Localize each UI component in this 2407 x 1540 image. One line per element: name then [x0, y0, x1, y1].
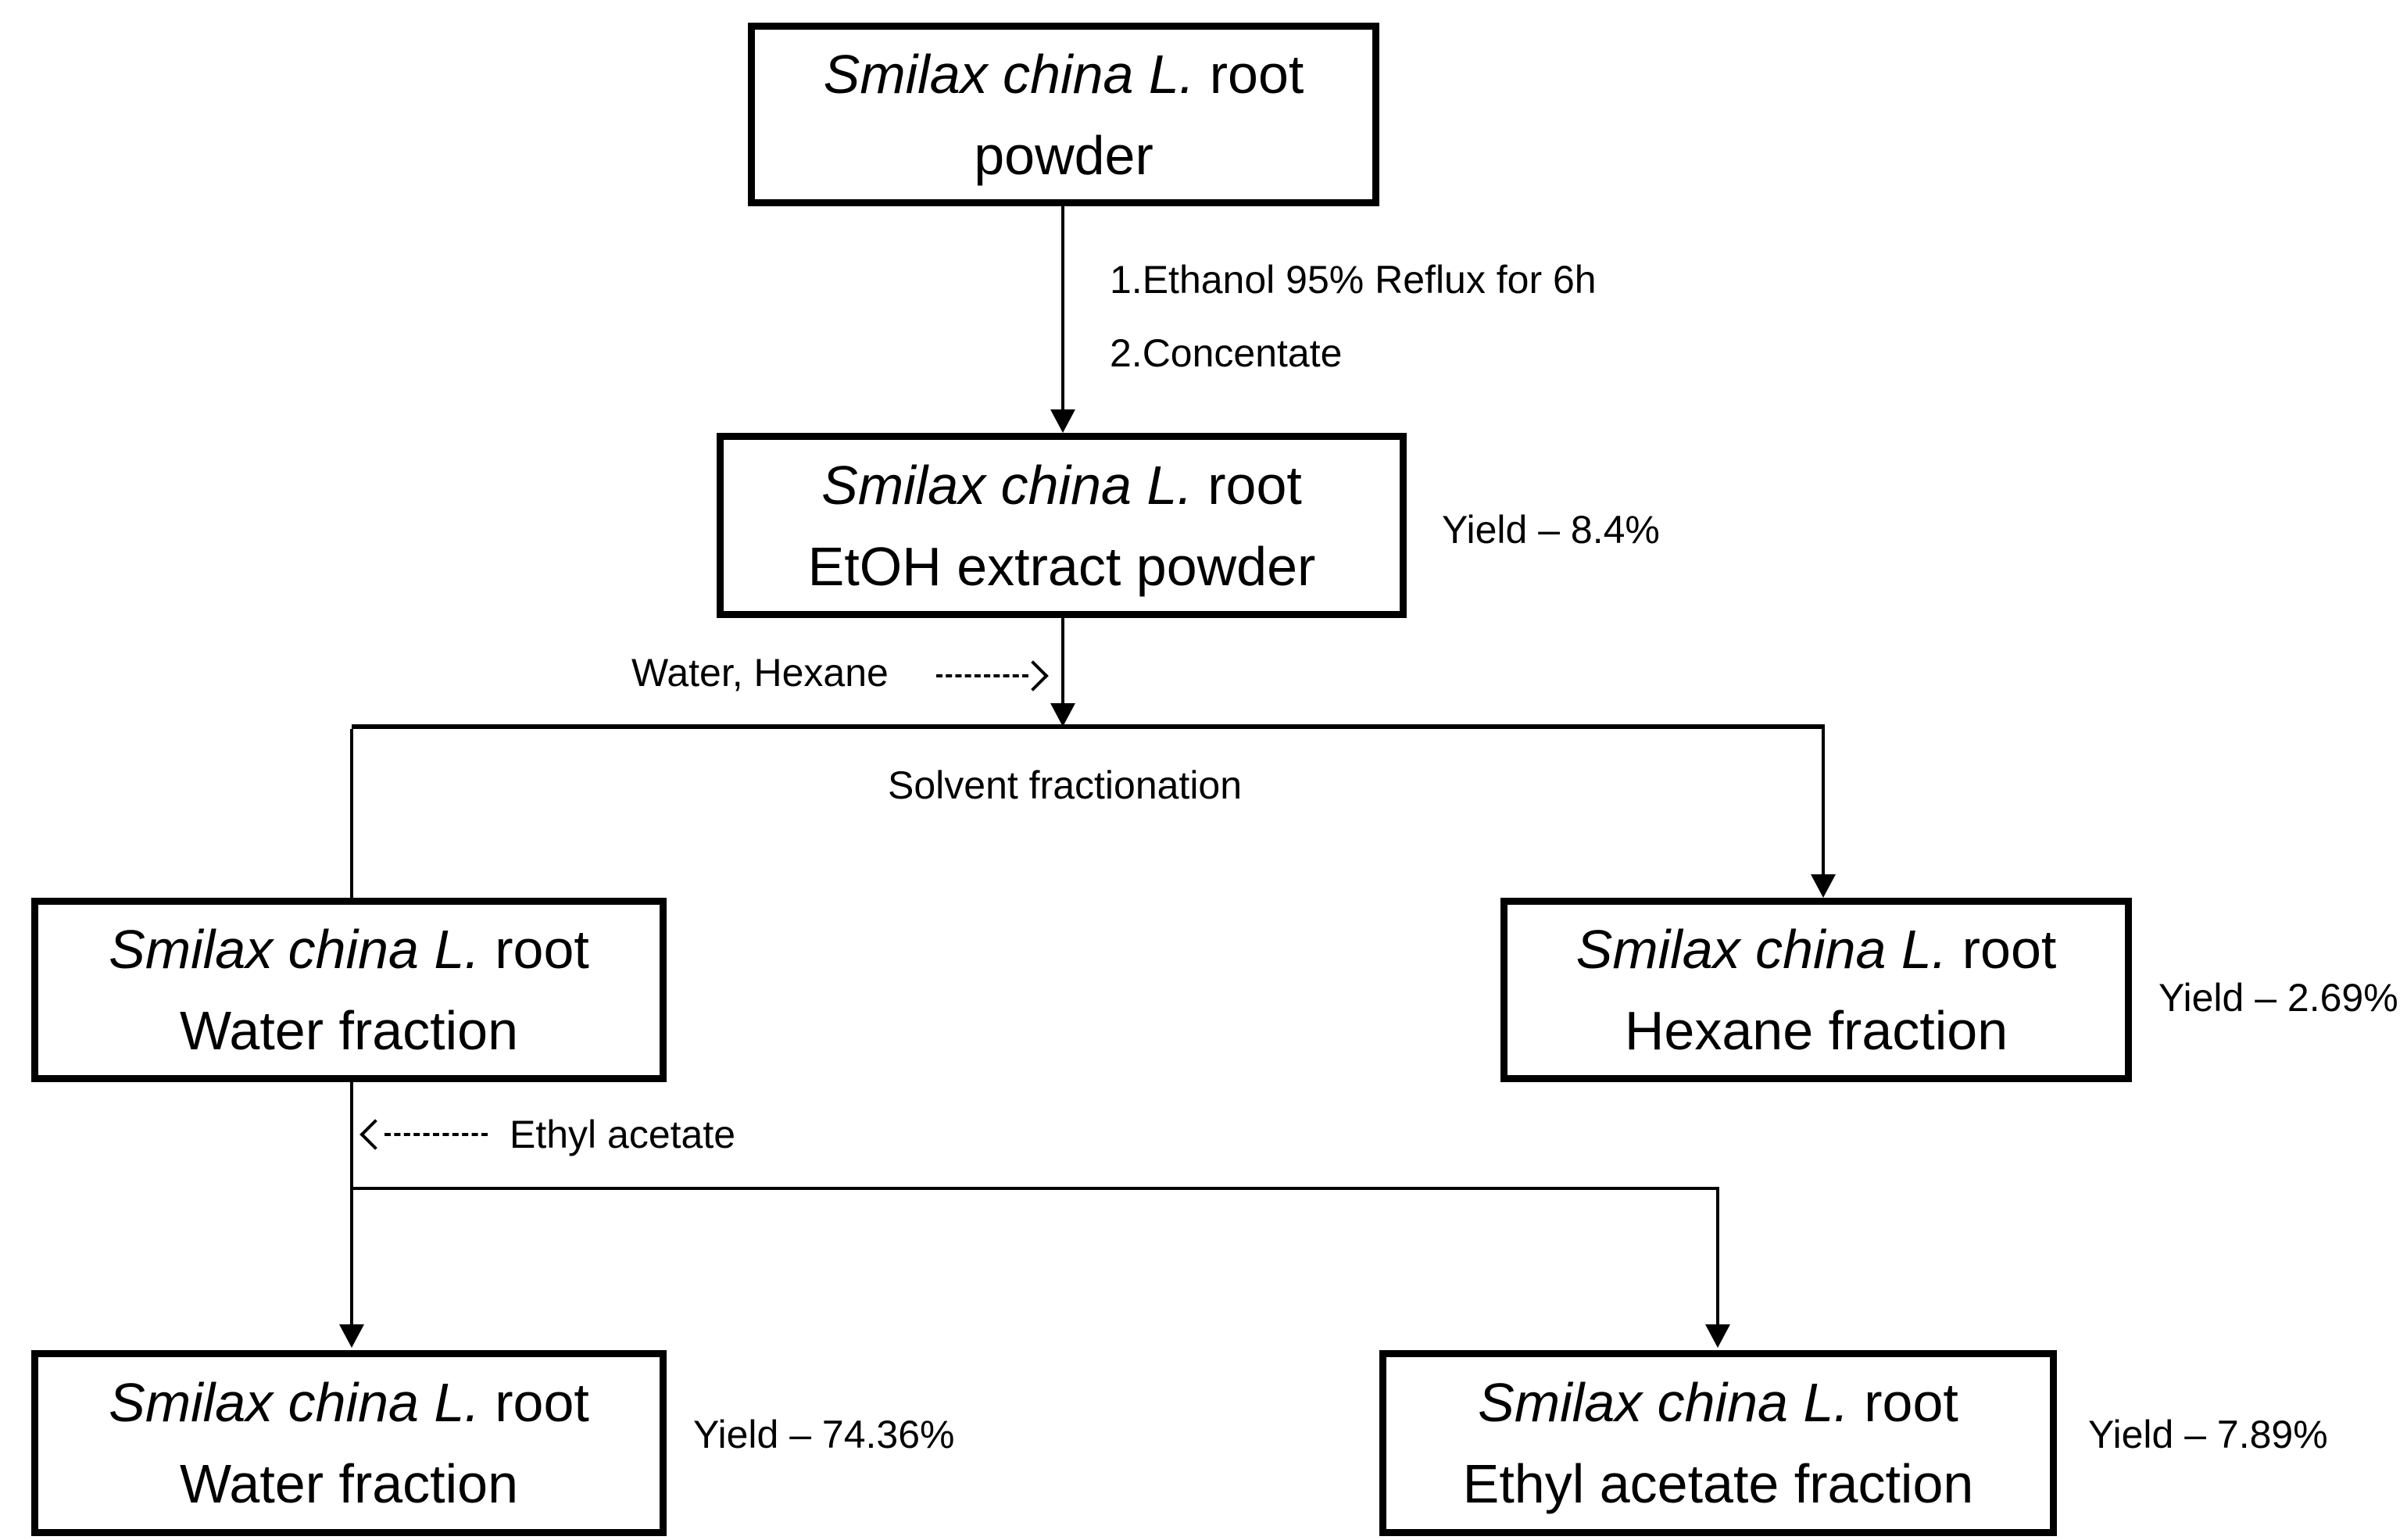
branch-line-to-hexane-fraction [1822, 729, 1825, 876]
box-water-fraction-bottom: Smilax china L. root Water fraction [31, 1350, 667, 1536]
species-name-rest: root [479, 919, 589, 980]
arrow-root-to-etoh-head [1050, 409, 1075, 433]
species-name-rest: root [1192, 454, 1302, 516]
branch-line-to-water-fraction [350, 729, 353, 898]
arrow-water-fraction-bottom-head [339, 1324, 364, 1348]
label-step1-ethanol-reflux: 1.Ethanol 95% Reflux for 6h [1110, 258, 1597, 302]
arrow-etoh-to-split-head [1050, 703, 1075, 727]
arrow-etoh-to-split-line [1061, 618, 1064, 705]
node-subtitle: Ethyl acetate fraction [1462, 1453, 1974, 1514]
arrow-ethyl-acetate-head [1705, 1324, 1730, 1348]
node-title: Smilax china L. root [821, 445, 1302, 526]
box-root-powder: Smilax china L. root powder [748, 23, 1379, 206]
yield-etoh-extract: Yield – 8.4% [1442, 508, 1660, 552]
node-title: Smilax china L. root [1576, 909, 2057, 990]
box-water-fraction-mid: Smilax china L. root Water fraction [31, 898, 667, 1082]
box-etoh-extract-powder: Smilax china L. root EtOH extract powder [717, 433, 1407, 618]
branch-line-to-ethyl-acetate [1716, 1188, 1719, 1326]
node-subtitle: EtOH extract powder [807, 535, 1316, 597]
species-name-italic: Smilax china L. [821, 454, 1193, 516]
dashed-arrow-water-hexane-head [1018, 660, 1049, 691]
node-title: Smilax china L. root [109, 1362, 589, 1443]
species-name-rest: root [479, 1372, 589, 1433]
yield-ethyl-acetate-fraction: Yield – 7.89% [2088, 1413, 2328, 1456]
second-split-bar [350, 1187, 1719, 1190]
yield-hexane-fraction: Yield – 2.69% [2158, 976, 2398, 1020]
species-name-italic: Smilax china L. [109, 919, 480, 980]
box-hexane-fraction: Smilax china L. root Hexane fraction [1500, 898, 2132, 1082]
dashed-arrow-ethyl-acetate-line [384, 1133, 488, 1136]
label-water-hexane: Water, Hexane [631, 651, 889, 695]
species-name-italic: Smilax china L. [1478, 1372, 1849, 1433]
species-name-italic: Smilax china L. [109, 1372, 480, 1433]
yield-water-fraction-bottom: Yield – 74.36% [693, 1413, 955, 1456]
node-subtitle: Water fraction [179, 1453, 519, 1514]
arrow-hexane-fraction-head [1811, 874, 1836, 898]
node-title: Smilax china L. root [109, 909, 589, 990]
arrow-water-to-second-split-line [350, 1082, 353, 1326]
arrow-root-to-etoh-line [1061, 206, 1064, 411]
species-name-rest: root [1194, 43, 1304, 105]
label-solvent-fractionation: Solvent fractionation [888, 763, 1243, 807]
label-step2-concentrate: 2.Concentate [1110, 331, 1343, 375]
species-name-italic: Smilax china L. [1575, 919, 1947, 980]
dashed-arrow-water-hexane-line [936, 674, 1028, 677]
node-subtitle: Water fraction [179, 1000, 519, 1061]
node-title: Smilax china L. root [824, 34, 1304, 115]
node-subtitle: powder [974, 124, 1153, 186]
label-ethyl-acetate: Ethyl acetate [510, 1113, 736, 1156]
species-name-rest: root [1947, 919, 2057, 980]
split-bar-solvent-fractionation [352, 724, 1825, 729]
node-title: Smilax china L. root [1478, 1362, 1958, 1443]
species-name-rest: root [1848, 1372, 1958, 1433]
box-ethyl-acetate-fraction: Smilax china L. root Ethyl acetate fract… [1379, 1350, 2057, 1536]
species-name-italic: Smilax china L. [823, 43, 1195, 105]
node-subtitle: Hexane fraction [1624, 1000, 2008, 1061]
